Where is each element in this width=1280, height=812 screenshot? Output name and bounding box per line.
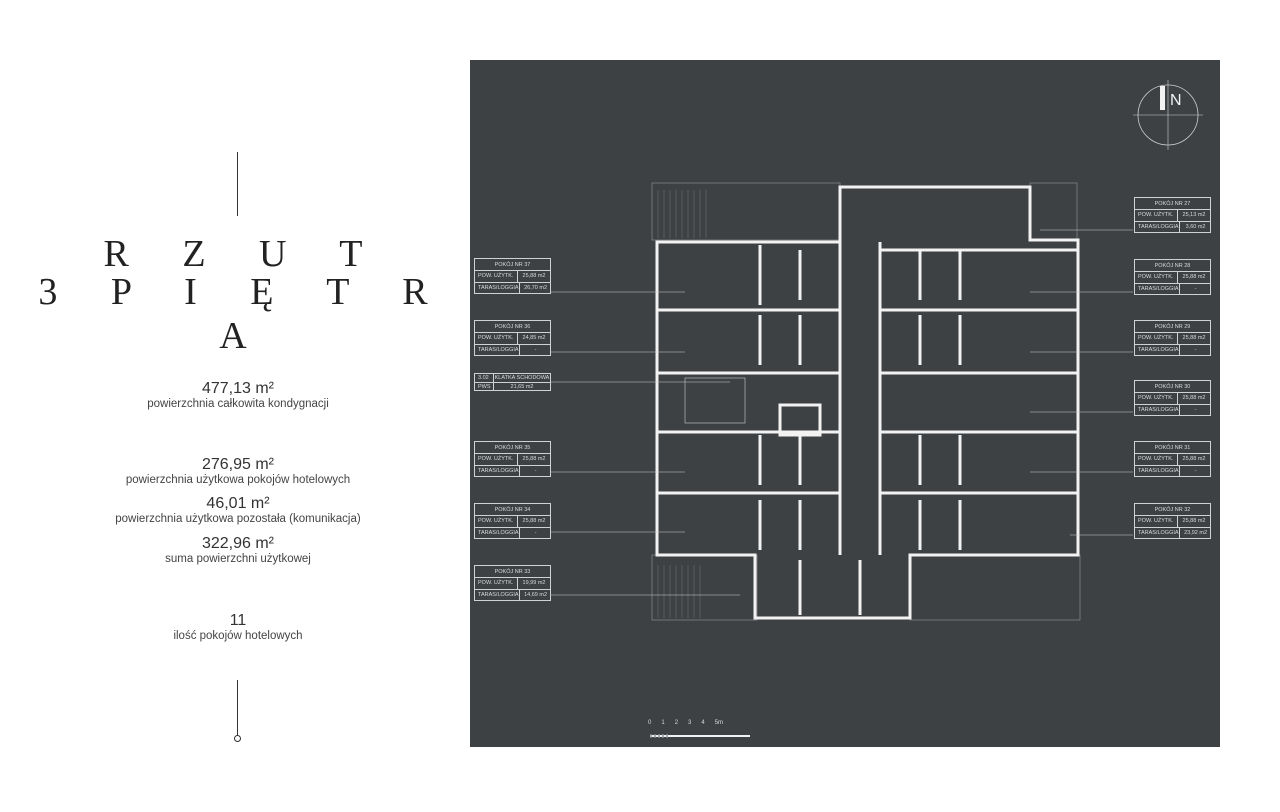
area-label: POW. UŻYTK. [478,456,514,462]
room-label: POKÓJ NR 36 POW. UŻYTK.24,85 m2 TARAS/LO… [474,320,551,356]
terrace-label: TARAS/LOGGIA [478,530,519,536]
room-area: 25,88 m2 [517,271,550,282]
page-title-line2: 3 P I Ę T R A [38,271,450,357]
room-name: POKÓJ NR 35 [475,442,550,454]
room-name: POKÓJ NR 32 [1135,504,1210,516]
compass-north-label: N [1170,92,1182,109]
room-terrace: 23,92 m2 [1178,528,1212,538]
room-name: POKÓJ NR 34 [475,504,550,516]
room-name: POKÓJ NR 27 [1135,198,1210,210]
room-area: 19,99 m2 [517,578,550,589]
room-label: POKÓJ NR 29 POW. UŻYTK.25,88 m2 TARAS/LO… [1134,320,1211,356]
room-label: POKÓJ NR 32 POW. UŻYTK.25,88 m2 TARAS/LO… [1134,503,1211,539]
terrace-label: TARAS/LOGGIA [1138,407,1179,413]
terrace-label: TARAS/LOGGIA [1138,530,1179,536]
room-area: 25,88 m2 [1177,333,1210,344]
room-name: POKÓJ NR 30 [1135,381,1210,393]
room-name: POKÓJ NR 28 [1135,260,1210,272]
scale-tick: 5m [714,720,724,726]
room-area: 25,88 m2 [1177,393,1210,404]
room-area: 24,85 m2 [517,333,550,344]
room-label: POKÓJ NR 27 POW. UŻYTK.25,13 m2 TARAS/LO… [1134,197,1211,233]
area-label: POW. UŻYTK. [1138,335,1174,341]
room-area: 25,88 m2 [517,454,550,465]
divider-dot [234,735,241,742]
room-terrace: - [518,528,552,538]
room-name: POKÓJ NR 37 [475,259,550,271]
scale-tick: 1 [661,720,665,726]
room-terrace: 26,70 m2 [518,283,552,293]
floor-plan: N [470,60,1220,747]
room-name: POKÓJ NR 36 [475,321,550,333]
room-terrace: - [518,466,552,476]
room-terrace: 3,60 m2 [1178,222,1212,232]
room-area: 25,88 m2 [1177,516,1210,527]
room-label: POKÓJ NR 35 POW. UŻYTK.25,88 m2 TARAS/LO… [474,441,551,477]
area-label: POW. UŻYTK. [1138,456,1174,462]
scale-bar: 0 1 2 3 4 5m [648,720,723,726]
scale-tick: 2 [674,720,679,726]
area-label: POW. UŻYTK. [478,335,514,341]
room-area: 25,13 m2 [1177,210,1210,221]
room-terrace: 14,69 m2 [518,590,552,600]
compass: N [1133,80,1203,150]
divider-bottom [237,680,238,736]
scale-tick: 4 [701,720,705,726]
room-name: POKÓJ NR 33 [475,566,550,578]
terrace-label: TARAS/LOGGIA [1138,347,1179,353]
room-label: POKÓJ NR 33 POW. UŻYTK.19,99 m2 TARAS/LO… [474,565,551,601]
room-area: 25,88 m2 [1177,272,1210,283]
terrace-label: TARAS/LOGGIA [1138,286,1179,292]
area-label: POW. UŻYTK. [1138,274,1174,280]
terrace-label: TARAS/LOGGIA [478,285,519,291]
room-terrace: - [518,345,552,355]
room-terrace: - [1178,284,1212,294]
room-label: POKÓJ NR 31 POW. UŻYTK.25,88 m2 TARAS/LO… [1134,441,1211,477]
terrace-label: TARAS/LOGGIA [478,347,519,353]
area-label: POW. UŻYTK. [1138,395,1174,401]
room-terrace: - [1178,345,1212,355]
room-name: POKÓJ NR 31 [1135,442,1210,454]
divider-top [237,152,238,216]
room-label: POKÓJ NR 30 POW. UŻYTK.25,88 m2 TARAS/LO… [1134,380,1211,416]
terrace-label: TARAS/LOGGIA [1138,468,1179,474]
terrace-label: TARAS/LOGGIA [478,468,519,474]
terrace-label: TARAS/LOGGIA [478,592,519,598]
area-label: POW. UŻYTK. [1138,212,1174,218]
room-terrace: - [1178,405,1212,415]
area-label: POW. UŻYTK. [478,518,514,524]
area-label: POW. UŻYTK. [1138,518,1174,524]
area-label: POW. UŻYTK. [478,273,514,279]
scale-tick: 0 [648,720,652,726]
scale-tick: 3 [688,720,692,726]
page-title-line1: R Z U T [103,233,385,275]
room-terrace: - [1178,466,1212,476]
room-label: POKÓJ NR 37 POW. UŻYTK.25,88 m2 TARAS/LO… [474,258,551,294]
area-label: POW. UŻYTK. [478,580,514,586]
room-label: POKÓJ NR 34 POW. UŻYTK.25,88 m2 TARAS/LO… [474,503,551,539]
room-area: 25,88 m2 [517,516,550,527]
room-area: 25,88 m2 [1177,454,1210,465]
room-name: POKÓJ NR 29 [1135,321,1210,333]
floor-plan-drawing: N [550,80,1203,738]
room-label: POKÓJ NR 28 POW. UŻYTK.25,88 m2 TARAS/LO… [1134,259,1211,295]
terrace-label: TARAS/LOGGIA [1138,224,1179,230]
